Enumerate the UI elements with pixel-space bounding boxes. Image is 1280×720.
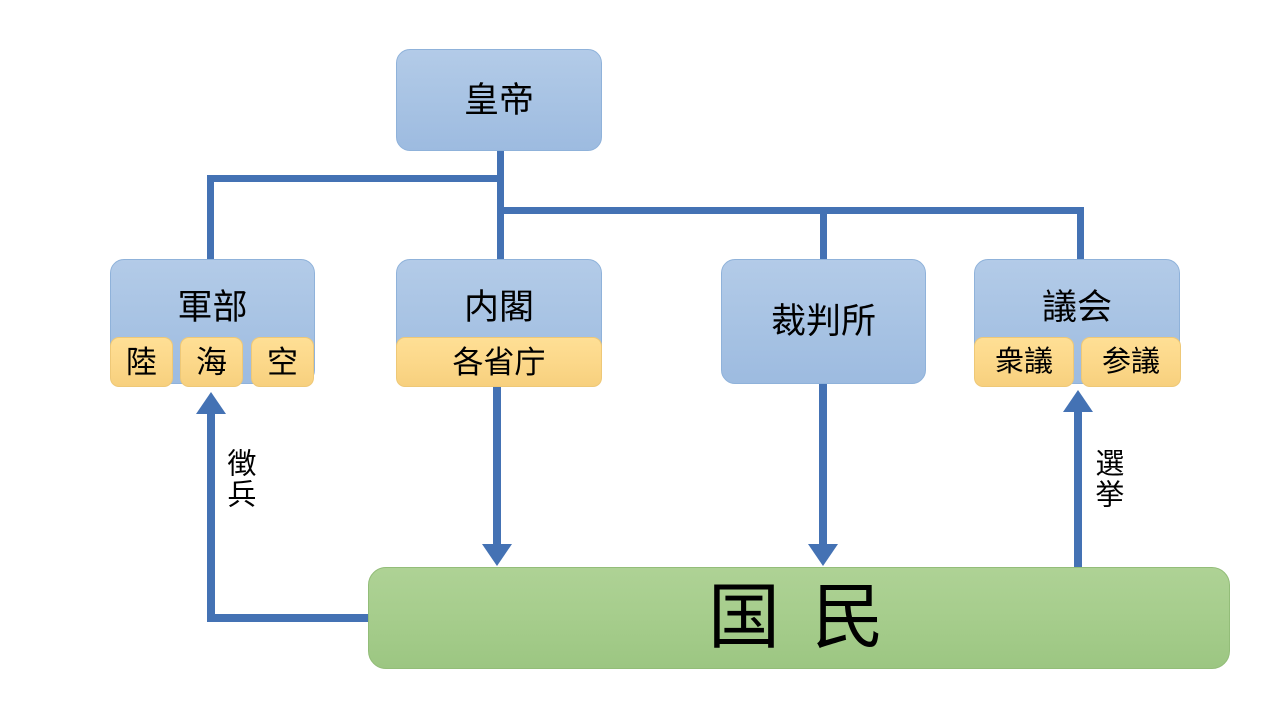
connector-cabinet-to-people [493, 384, 501, 546]
connector-rail-left [207, 175, 502, 182]
arrow-people-to-military-head [196, 392, 226, 414]
node-military-branch-army-label: 陸 [126, 344, 157, 380]
edge-label-conscription: 徴兵 [222, 448, 255, 510]
connector-drop-court [820, 207, 827, 262]
connector-people-to-military-vertical [207, 412, 215, 620]
node-parliament-branch-lower-house[interactable]: 衆議 [974, 337, 1074, 387]
node-cabinet-label: 内閣 [463, 288, 534, 327]
node-emperor-label: 皇帝 [463, 80, 534, 120]
arrow-cabinet-to-people-head [482, 544, 512, 566]
node-military-branch-navy[interactable]: 海 [180, 337, 243, 387]
connector-court-to-people [819, 384, 827, 546]
arrow-court-to-people-head [808, 544, 838, 566]
node-emperor[interactable]: 皇帝 [396, 49, 602, 151]
node-court[interactable]: 裁判所 [721, 259, 926, 384]
node-people-label: 国 民 [707, 578, 890, 658]
node-parliament-branch-upper-house[interactable]: 参議 [1081, 337, 1181, 387]
connector-drop-military [207, 175, 214, 262]
node-military-branch-airforce[interactable]: 空 [251, 337, 314, 387]
node-court-label: 裁判所 [770, 302, 876, 341]
node-parliament-branch-lower-house-label: 衆議 [994, 345, 1053, 378]
connector-people-to-military-horizontal [207, 614, 372, 622]
node-people[interactable]: 国 民 [368, 567, 1230, 669]
edge-label-election: 選挙 [1090, 448, 1123, 510]
node-parliament-label: 議会 [1041, 288, 1112, 327]
connector-people-to-parliament [1074, 410, 1082, 570]
node-cabinet-branch-ministries[interactable]: 各省庁 [396, 337, 602, 387]
node-cabinet-branch-ministries-label: 各省庁 [452, 344, 546, 380]
connector-drop-parliament [1077, 207, 1084, 262]
arrow-people-to-parliament-head [1063, 390, 1093, 412]
connector-rail-right [500, 207, 1084, 214]
node-military-label: 軍部 [177, 288, 248, 327]
node-military-branch-navy-label: 海 [196, 344, 227, 380]
node-military-branch-army[interactable]: 陸 [110, 337, 173, 387]
node-military-branch-airforce-label: 空 [267, 344, 298, 380]
node-parliament-branch-upper-house-label: 参議 [1101, 345, 1160, 378]
connector-emperor-stem [497, 150, 504, 262]
